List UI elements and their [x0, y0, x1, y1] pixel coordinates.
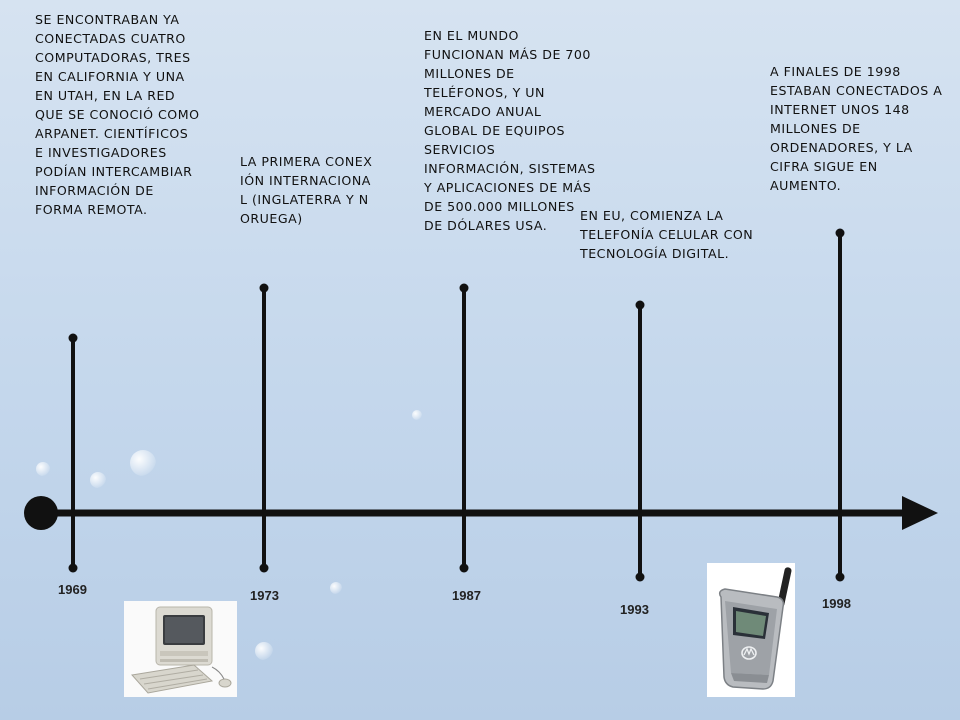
decorative-bubble — [36, 462, 50, 476]
year-label-1998: 1998 — [822, 596, 851, 611]
flip-phone-photo — [707, 563, 795, 697]
event-top-dot-1969 — [68, 333, 78, 343]
event-bottom-dot-1973 — [259, 563, 269, 573]
event-top-dot-1993 — [635, 300, 645, 310]
decorative-bubble — [90, 472, 106, 488]
computer-icon — [124, 601, 237, 697]
year-label-1973: 1973 — [250, 588, 279, 603]
decorative-bubble — [330, 582, 342, 594]
event-bottom-dot-1969 — [68, 563, 78, 573]
event-description-1969: SE ENCONTRABAN YA CONECTADAS CUATRO COMP… — [35, 12, 200, 217]
year-label-1987: 1987 — [452, 588, 481, 603]
event-top-dot-1973 — [259, 283, 269, 293]
event-bottom-dot-1987 — [459, 563, 469, 573]
event-description-1993: EN EU, COMIENZA LA TELEFONÍA CELULAR CON… — [580, 208, 754, 261]
year-label-1993: 1993 — [620, 602, 649, 617]
event-bottom-dot-1993 — [635, 572, 645, 582]
event-description-1998: A FINALES DE 1998 ESTABAN CONECTADOS A I… — [770, 64, 943, 193]
decorative-bubble — [255, 642, 273, 660]
desktop-computer-photo — [124, 601, 237, 697]
timeline-start-dot — [24, 496, 58, 530]
event-bottom-dot-1998 — [835, 572, 845, 582]
year-label-1969: 1969 — [58, 582, 87, 597]
timeline-arrowhead — [902, 496, 938, 530]
decorative-bubble — [412, 410, 422, 420]
event-description-1987: EN EL MUNDO FUNCIONAN MÁS DE 700 MILLONE… — [424, 28, 596, 233]
event-description-1973: LA PRIMERA CONEXIÓN INTERNACIONAL (INGLA… — [240, 154, 373, 226]
decorative-bubble — [130, 450, 156, 476]
event-top-dot-1998 — [835, 228, 845, 238]
event-top-dot-1987 — [459, 283, 469, 293]
phone-icon — [707, 563, 795, 697]
